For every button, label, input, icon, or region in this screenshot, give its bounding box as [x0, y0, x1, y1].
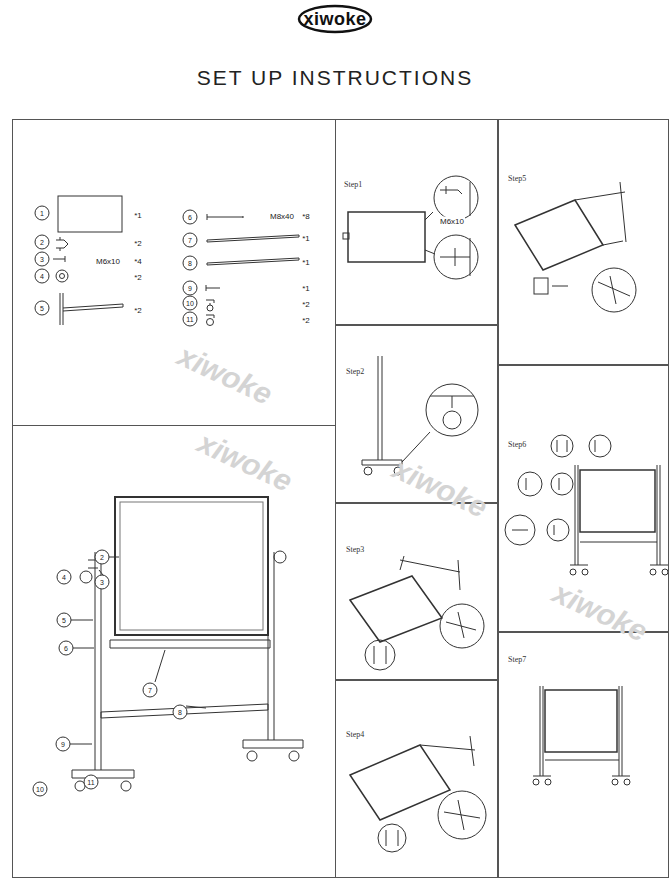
callout-number: 11 — [183, 312, 198, 327]
callout-number: 9 — [56, 737, 71, 752]
step-label: Step4 — [346, 730, 364, 739]
step-label: Step7 — [508, 655, 526, 664]
step-label: Step6 — [508, 440, 526, 449]
part-spec: *2 — [133, 239, 143, 248]
watermark: xiwoke — [192, 425, 297, 498]
part-spec: *1 — [301, 284, 311, 293]
step-panel: Step3 — [335, 503, 498, 680]
part-spec: M8x40 — [269, 212, 295, 221]
step-label: Step1 — [344, 180, 362, 189]
callout-number: 2 — [35, 235, 50, 250]
callout-number: 3 — [95, 575, 110, 590]
part-spec: M6x10 — [439, 217, 465, 226]
callout-number: 8 — [173, 705, 188, 720]
callout-number: 5 — [57, 613, 72, 628]
step-panel: Step1 — [335, 119, 498, 325]
brand-logo: xiwoke — [303, 9, 366, 30]
callout-number: 4 — [57, 570, 72, 585]
step-label: Step3 — [346, 545, 364, 554]
part-spec: *8 — [301, 212, 311, 221]
callout-number: 6 — [59, 641, 74, 656]
part-spec: *2 — [301, 316, 311, 325]
step-panel: Step4 — [335, 680, 498, 878]
part-spec: *2 — [301, 300, 311, 309]
part-spec: *2 — [133, 273, 143, 282]
callout-number: 1 — [35, 206, 50, 221]
step-label: Step2 — [346, 367, 364, 376]
part-spec: *1 — [301, 234, 311, 243]
watermark: xiwoke — [172, 338, 277, 411]
callout-number: 8 — [183, 256, 198, 271]
part-spec: *1 — [301, 258, 311, 267]
part-spec: *4 — [133, 257, 143, 266]
step-label: Step5 — [508, 174, 526, 183]
callout-number: 2 — [95, 550, 110, 565]
step-panel: Step5 — [498, 119, 669, 365]
callout-number: 10 — [33, 782, 48, 797]
callout-number: 6 — [183, 210, 198, 225]
callout-number: 7 — [143, 683, 158, 698]
callout-number: 11 — [84, 775, 99, 790]
callout-number: 10 — [183, 296, 198, 311]
part-spec: *2 — [133, 306, 143, 315]
step-panel: Step7 — [498, 632, 669, 878]
callout-number: 3 — [35, 252, 50, 267]
part-spec: *1 — [133, 211, 143, 220]
callout-number: 4 — [35, 269, 50, 284]
callout-number: 5 — [35, 301, 50, 316]
page-title: SET UP INSTRUCTIONS — [0, 66, 670, 90]
callout-number: 9 — [183, 281, 198, 296]
watermark: xiwoke — [547, 575, 652, 648]
part-spec: M6x10 — [95, 257, 121, 266]
callout-number: 7 — [183, 233, 198, 248]
watermark: xiwoke — [387, 451, 492, 524]
